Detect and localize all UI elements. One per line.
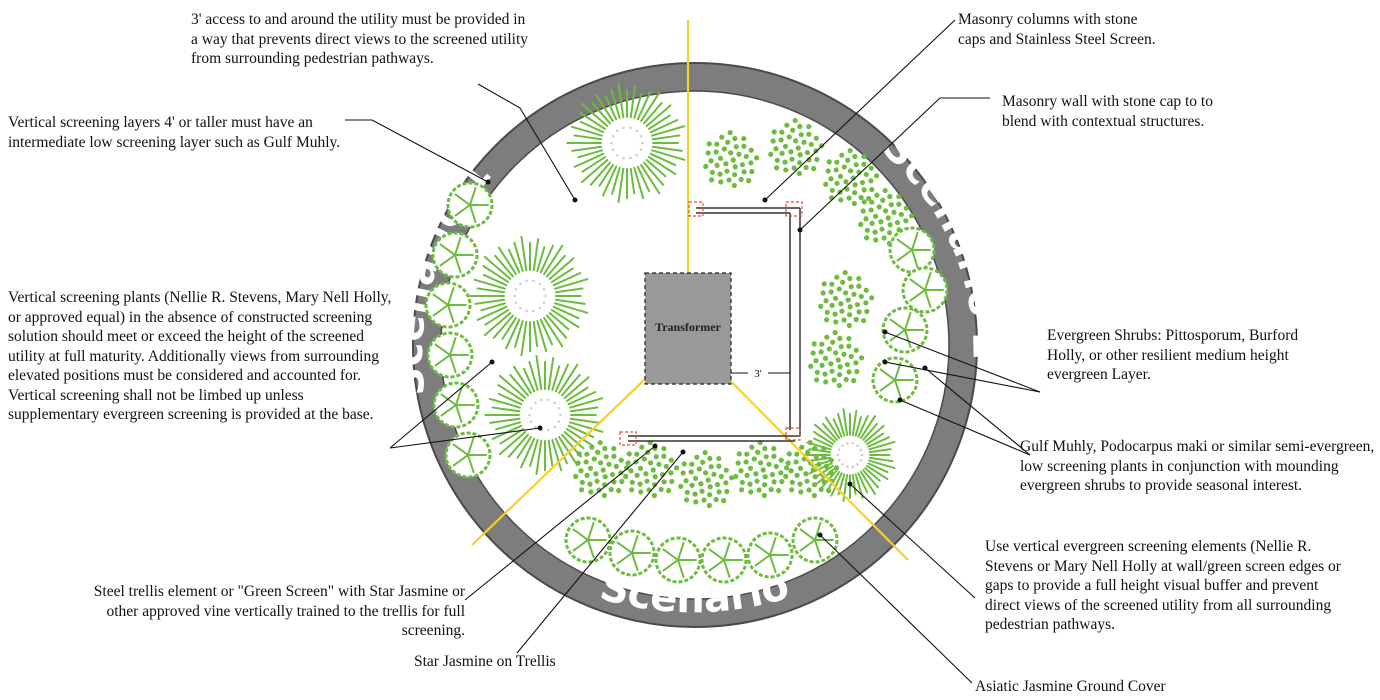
transformer-label: Transformer <box>655 320 721 334</box>
evergreen-shrub <box>654 536 702 584</box>
evergreen-shrub <box>432 381 480 429</box>
muhly-cluster <box>818 269 875 329</box>
muhly-cluster <box>678 449 735 509</box>
leader-lines <box>345 19 1041 684</box>
screening-plant-top <box>566 82 686 204</box>
note-gulf-muhly: Gulf Muhly, Podocarpus maki or similar s… <box>1020 438 1375 494</box>
note-vertical-elements: Use vertical evergreen screening element… <box>985 538 1341 633</box>
evergreen-shrub <box>446 181 494 229</box>
transformer-pad <box>644 272 732 385</box>
evergreen-shrub <box>881 306 929 354</box>
screening-plant-left-upper <box>469 235 589 357</box>
evergreen-shrub <box>901 266 949 314</box>
masonry-columns <box>619 201 803 446</box>
muhly-cluster <box>703 129 760 189</box>
plant-layer <box>424 82 949 584</box>
note-trellis: Steel trellis element or "Green Screen" … <box>93 583 465 639</box>
dimension-label: 3' <box>754 368 762 380</box>
evergreen-shrub <box>444 431 492 479</box>
muhly-cluster <box>768 117 825 177</box>
note-vertical-plants: Vertical screening plants (Nellie R. Ste… <box>8 289 392 423</box>
evergreen-shrub <box>424 281 472 329</box>
muhly-cluster <box>733 439 790 499</box>
muhly-cluster <box>858 187 915 247</box>
evergreen-shrub <box>888 226 936 274</box>
muhly-cluster <box>808 329 865 389</box>
evergreen-shrub <box>426 331 474 379</box>
evergreen-shrub <box>564 516 612 564</box>
muhly-cluster <box>573 439 630 499</box>
evergreen-shrub <box>608 529 656 577</box>
evergreen-shrub <box>431 231 479 279</box>
evergreen-shrub <box>791 516 839 564</box>
note-masonry-wall: Masonry wall with stone cap to to blend … <box>1002 93 1213 130</box>
evergreen-shrub <box>871 356 919 404</box>
screening-plant-right-lower <box>802 408 896 502</box>
note-evergreen-shrubs: Evergreen Shrubs: Pittosporum, Burford H… <box>1047 327 1299 383</box>
note-masonry-columns: Masonry columns with stone caps and Stai… <box>958 11 1156 48</box>
note-asiatic-jasmine: Asiatic Jasmine Ground Cover <box>975 678 1166 695</box>
evergreen-shrub <box>746 531 794 579</box>
muhly-cluster <box>823 147 880 207</box>
note-vertical-layers: Vertical screening layers 4' or taller m… <box>8 114 341 151</box>
leader-arrowheads <box>485 179 928 538</box>
note-access: 3' access to and around the utility must… <box>191 11 529 67</box>
screen-enclosure <box>628 207 801 442</box>
note-star-jasmine: Star Jasmine on Trellis <box>414 653 556 670</box>
evergreen-shrub <box>700 536 748 584</box>
